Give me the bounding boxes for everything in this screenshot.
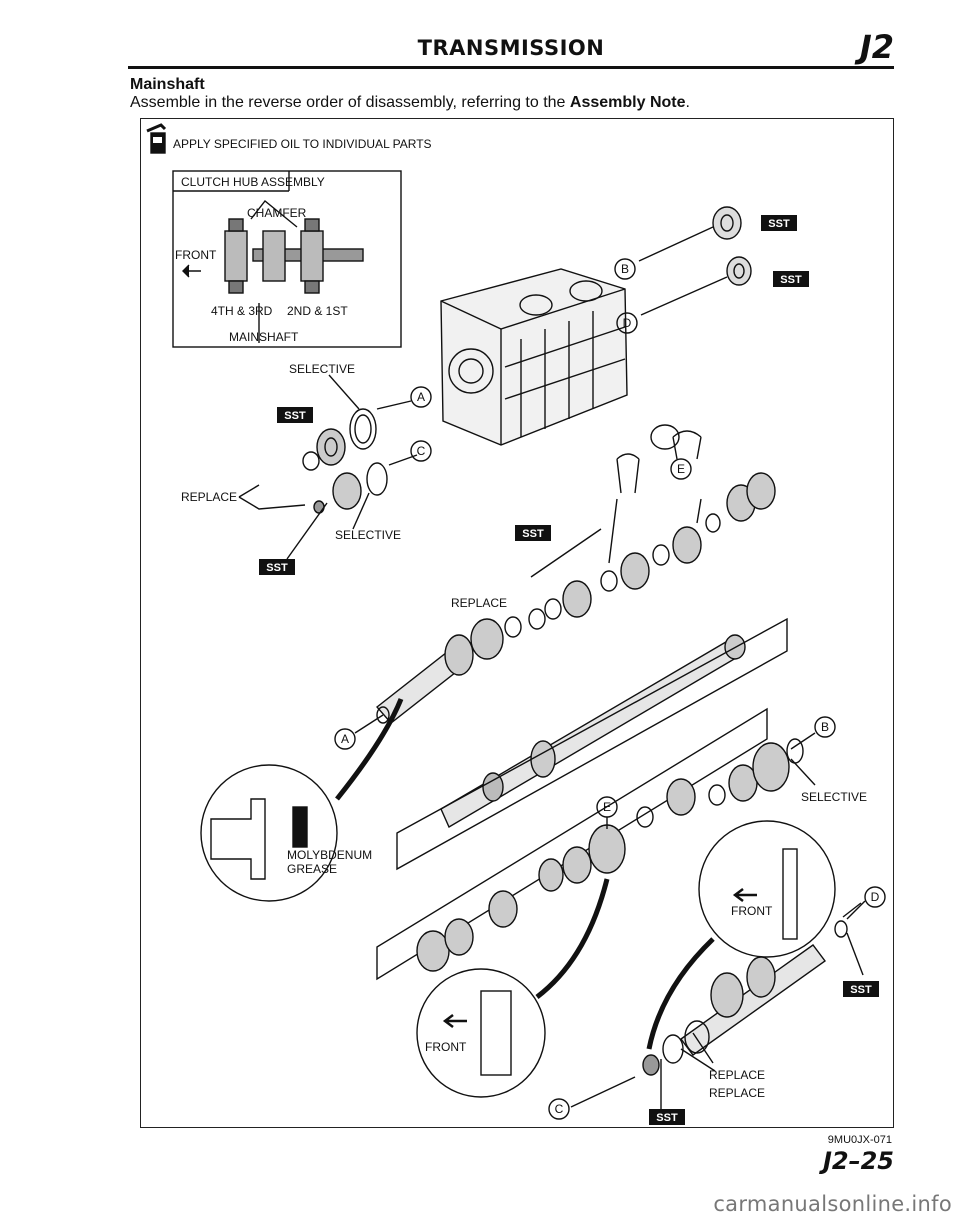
callout-b-lower — [790, 716, 836, 750]
front-label-right-circle: FRONT — [731, 904, 773, 918]
callout-e-lower-letter: E — [603, 800, 611, 814]
clutch-hub-inset — [172, 170, 402, 348]
front-detail-circle-bottom — [416, 878, 610, 1098]
callout-b-top-letter: B — [621, 262, 629, 276]
intro-prefix: Assemble in the reverse order of disasse… — [130, 94, 570, 111]
bearing-b-top — [638, 206, 742, 262]
callout-a-top — [410, 386, 432, 408]
selective-label-top: SELECTIVE — [289, 362, 355, 376]
sst-tag-right: SST — [773, 271, 809, 287]
section-code: J2 — [859, 28, 894, 66]
selective-shim-group — [238, 374, 418, 560]
gear-4th-3rd-label: 4TH & 3RD — [211, 304, 273, 318]
callout-a-lower-letter: A — [341, 732, 349, 746]
sst-tag-middle: SST — [515, 525, 551, 541]
inset-shaft-label: MAINSHAFT — [229, 330, 299, 344]
svg-text:SST: SST — [656, 1112, 678, 1124]
upper-gear-stack — [470, 472, 776, 660]
callout-a-lower — [334, 714, 384, 750]
replace-label-left: REPLACE — [181, 490, 237, 504]
callout-c-lower — [548, 1098, 570, 1120]
figure-reference: 9MU0JX-071 — [827, 1134, 892, 1146]
sst-tag-bottom: SST — [649, 1109, 685, 1125]
callout-e-top — [670, 458, 692, 480]
callout-a-top-letter: A — [417, 390, 425, 404]
svg-text:SST: SST — [850, 984, 872, 996]
grease-label-line1: MOLYBDENUM — [287, 848, 372, 862]
callout-d-lower-letter: D — [871, 890, 880, 904]
grease-label-line2: GREASE — [287, 862, 337, 876]
transmission-case — [440, 268, 628, 446]
mainshaft — [396, 617, 788, 871]
replace-label-middle: REPLACE — [451, 596, 507, 610]
chamfer-label: CHAMFER — [247, 206, 307, 220]
section-title: Mainshaft — [130, 76, 205, 93]
page-title: TRANSMISSION — [417, 36, 605, 60]
callout-e-lower — [596, 796, 618, 829]
lower-gear-stack — [376, 707, 816, 981]
callout-d-top — [616, 312, 638, 334]
sst-tag-bottom-right: SST — [843, 981, 879, 997]
callout-c-top — [410, 440, 432, 462]
sst-tag-left-top: SST — [277, 407, 313, 423]
front-detail-circle-right — [646, 820, 836, 1050]
intro-bold-link: Assembly Note — [569, 94, 686, 111]
intro-suffix: . — [685, 94, 690, 111]
sst-tag-left-bottom: SST — [259, 559, 295, 575]
callout-d-lower — [846, 886, 886, 920]
replace-label-lower-2: REPLACE — [709, 1086, 765, 1100]
selective-label-left: SELECTIVE — [335, 528, 401, 542]
svg-text:SST: SST — [768, 218, 790, 230]
page-number: J2–25 — [822, 1147, 894, 1175]
inset-front-label: FRONT — [175, 248, 217, 262]
callout-b-top — [614, 258, 636, 280]
intro-text: Assemble in the reverse order of disasse… — [130, 94, 690, 112]
exploded-diagram: APPLY SPECIFIED OIL TO INDIVIDUAL PARTS … — [140, 118, 894, 1128]
gear-2nd-1st-label: 2ND & 1ST — [287, 304, 348, 318]
oil-can-icon — [146, 123, 167, 154]
front-label-bottom-circle: FRONT — [425, 1040, 467, 1054]
diagram-svg: APPLY SPECIFIED OIL TO INDIVIDUAL PARTS … — [146, 123, 886, 1125]
sst-tag-top-right: SST — [761, 215, 797, 231]
oil-note: APPLY SPECIFIED OIL TO INDIVIDUAL PARTS — [173, 137, 432, 151]
callout-e-top-letter: E — [677, 462, 685, 476]
grease-detail-circle — [200, 698, 404, 902]
svg-text:SST: SST — [266, 562, 288, 574]
inset-title: CLUTCH HUB ASSEMBLY — [181, 175, 325, 189]
input-shaft — [375, 634, 474, 724]
rear-shaft — [570, 902, 864, 1109]
watermark: carmanualsonline.info — [713, 1192, 952, 1216]
callout-c-top-letter: C — [417, 444, 426, 458]
callout-c-lower-letter: C — [555, 1102, 564, 1116]
replace-label-lower-1: REPLACE — [709, 1068, 765, 1082]
header-rule — [128, 66, 894, 69]
callout-b-lower-letter: B — [821, 720, 829, 734]
bearing-d-top — [640, 256, 752, 316]
callout-d-top-letter: D — [623, 316, 632, 330]
page-header: TRANSMISSION J2 — [128, 28, 894, 66]
shift-forks — [616, 424, 702, 494]
selective-label-right: SELECTIVE — [801, 790, 867, 804]
svg-text:SST: SST — [522, 528, 544, 540]
svg-text:SST: SST — [780, 274, 802, 286]
svg-text:SST: SST — [284, 410, 306, 422]
